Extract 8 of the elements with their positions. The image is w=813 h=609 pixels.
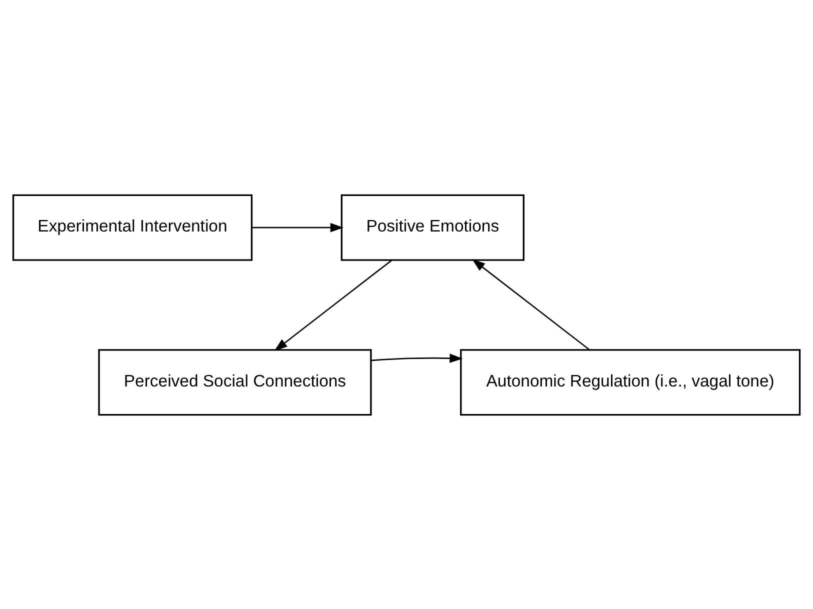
node-box: Positive Emotions	[340, 194, 524, 260]
arrow	[371, 353, 463, 362]
arrow	[472, 258, 590, 350]
node-box: Autonomic Regulation (i.e., vagal tone)	[460, 348, 801, 416]
node-box: Perceived Social Connections	[98, 348, 372, 416]
arrow	[252, 222, 344, 232]
node-box: Experimental Intervention	[12, 194, 253, 260]
arrow	[274, 259, 392, 351]
